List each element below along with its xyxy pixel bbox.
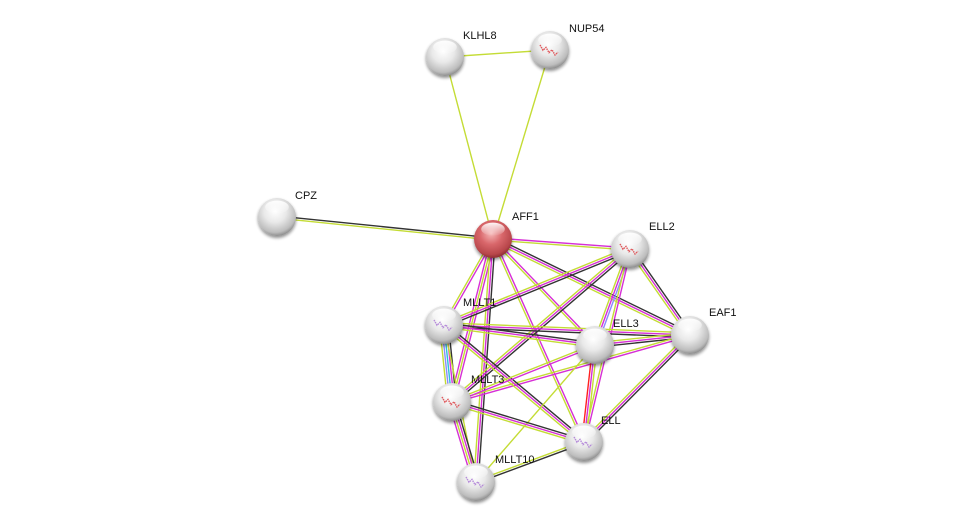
node-label: ELL2 [649, 221, 675, 233]
edge-evidence-experiments [443, 324, 596, 346]
sphere-highlight [538, 33, 562, 47]
edge-aff1-ell[interactable] [491, 238, 586, 443]
edge-mllt1-ell[interactable] [442, 322, 586, 445]
node-label: AFF1 [512, 211, 539, 223]
edge-nup54-aff1[interactable] [492, 49, 551, 240]
edge-evidence-textmining [444, 56, 494, 240]
node-label: CPZ [295, 190, 317, 202]
edge-evidence-experiments [451, 401, 585, 443]
edge-evidence-textmining [450, 246, 630, 401]
protein-structure-icon [573, 436, 593, 449]
node-aff1[interactable]: AFF1 [474, 211, 539, 258]
edge-evidence-textmining [451, 343, 595, 402]
edge-evidence-coexpression [476, 442, 585, 484]
edge-evidence-textmining [444, 322, 691, 334]
edge-evidence-textmining [442, 326, 584, 445]
node-ell[interactable]: ELL [565, 415, 621, 461]
edge-evidence-experiments [443, 324, 585, 443]
edge-evidence-textmining [491, 240, 690, 338]
edge-evidence-coexpression [444, 322, 586, 441]
node-label: MLLT10 [495, 454, 535, 466]
edge-evidence-textmining [475, 440, 584, 482]
edge-evidence-textmining [491, 239, 584, 443]
node-klhl8[interactable]: KLHL8 [426, 30, 497, 76]
protein-structure-icon [539, 44, 559, 57]
edge-evidence-textmining [451, 403, 584, 445]
protein-structure-icon [433, 319, 453, 332]
edge-evidence-experiments [452, 335, 691, 404]
sphere-highlight [583, 328, 607, 342]
sphere-highlight [440, 385, 464, 399]
node-label: ELL3 [613, 318, 639, 330]
edge-evidence-textmining [276, 217, 493, 241]
protein-structure-icon [619, 243, 639, 256]
node-label: MLLT3 [471, 374, 504, 386]
edge-ell3-mllt3[interactable] [451, 343, 596, 404]
node-label: NUP54 [569, 23, 604, 35]
edge-evidence-experiments [443, 248, 631, 326]
edge-ell2-mllt1[interactable] [442, 246, 632, 328]
edge-ell3-mllt10[interactable] [475, 344, 596, 483]
edge-evidence-coexpression [585, 336, 693, 445]
protein-structure-icon [465, 476, 485, 489]
node-eaf1[interactable]: EAF1 [671, 307, 737, 354]
edge-evidence-coexpression [444, 322, 596, 344]
edge-eaf1-ell[interactable] [581, 332, 693, 445]
sphere-highlight [432, 308, 456, 322]
sphere-highlight [433, 40, 457, 54]
edge-evidence-textmining [581, 332, 689, 441]
edge-evidence-experiments [452, 345, 596, 404]
node-nup54[interactable]: NUP54 [531, 23, 604, 69]
sphere-highlight [572, 425, 596, 439]
node-mllt10[interactable]: MLLT10 [457, 454, 535, 501]
edge-evidence-textmining [443, 326, 595, 348]
edge-eaf1-mllt3[interactable] [451, 333, 691, 404]
edge-evidence-experiments [449, 238, 492, 402]
edge-evidence-coexpression [452, 399, 585, 441]
edge-evidence-coexpression [444, 250, 632, 328]
node-label: EAF1 [709, 307, 737, 319]
edge-evidence-experiments [451, 248, 631, 403]
node-mllt1[interactable]: MLLT1 [425, 297, 496, 344]
edge-evidence-textmining [492, 49, 551, 240]
sphere-highlight [678, 318, 702, 332]
edge-evidence-coexpression [277, 215, 494, 239]
edge-evidence-experiments [493, 237, 631, 249]
edge-ell-mllt10[interactable] [475, 440, 585, 484]
sphere-highlight [464, 465, 488, 479]
edge-evidence-experiments [475, 238, 494, 483]
edge-cpz-aff1[interactable] [276, 215, 494, 241]
node-ell2[interactable]: ELL2 [611, 221, 675, 268]
edge-aff1-ell2[interactable] [492, 237, 631, 251]
sphere-highlight [481, 222, 505, 236]
edge-evidence-textmining [475, 344, 596, 483]
sphere-highlight [265, 200, 289, 214]
edge-evidence-textmining [492, 239, 630, 251]
node-label: ELL [601, 415, 621, 427]
edge-klhl8-aff1[interactable] [444, 56, 494, 240]
edge-evidence-textmining [451, 238, 494, 403]
edge-mllt3-ell[interactable] [451, 399, 585, 445]
node-ell3[interactable]: ELL3 [576, 318, 639, 364]
edge-evidence-textmining [442, 246, 630, 324]
edge-evidence-experiments [583, 334, 691, 443]
edge-evidence-experiments [443, 324, 691, 336]
edge-evidence-textmining [451, 333, 690, 402]
edge-aff1-eaf1[interactable] [491, 236, 692, 338]
edge-evidence-experiments [492, 238, 691, 336]
protein-structure-icon [441, 396, 461, 409]
node-mllt3[interactable]: MLLT3 [433, 374, 504, 421]
edge-mllt1-ell3[interactable] [443, 322, 596, 348]
edge-evidence-experiments [493, 237, 597, 345]
sphere-highlight [618, 232, 642, 246]
node-label: MLLT1 [463, 297, 496, 309]
node-label: KLHL8 [463, 30, 497, 42]
node-cpz[interactable]: CPZ [258, 190, 317, 236]
